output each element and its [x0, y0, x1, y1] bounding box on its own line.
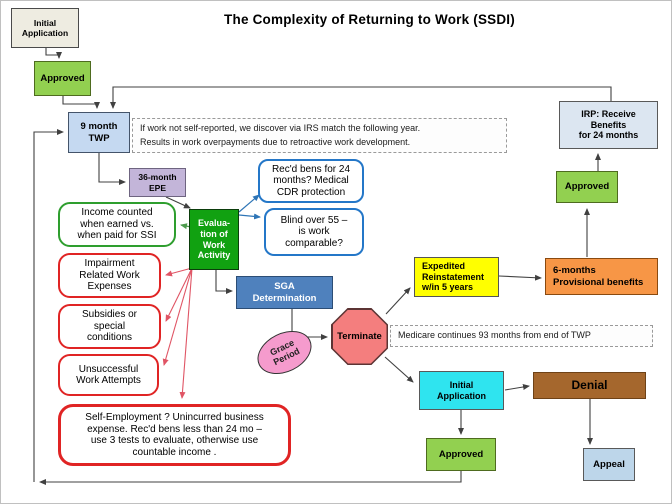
node-unsuccessful-work-attempts: Unsuccessful Work Attempts	[58, 354, 159, 396]
node-provisional-benefits: 6-months Provisional benefits	[545, 258, 658, 295]
node-initial-application-bottom: Initial Application	[419, 371, 504, 410]
node-denial: Denial	[533, 372, 646, 399]
page-title: The Complexity of Returning to Work (SSD…	[224, 12, 515, 27]
arrow-evaluation-to-unsuccessful	[162, 267, 193, 366]
node-36-month-epe: 36-month EPE	[129, 168, 186, 197]
node-subsidies-special-conditions: Subsidies or special conditions	[58, 304, 161, 349]
node-cdr-protection: Rec'd bens for 24 months? Medical CDR pr…	[258, 159, 364, 203]
node-sga-determination: SGA Determination	[236, 276, 333, 309]
node-expedited-reinstatement: Expedited Reinstatement w/in 5 years	[414, 257, 499, 297]
arrow-approved-to-twp	[62, 96, 100, 109]
medicare-note: Medicare continues 93 months from end of…	[390, 325, 653, 347]
irs-match-note: If work not self-reported, we discover v…	[132, 118, 507, 153]
node-self-employment: Self-Employment ? Unincurred business ex…	[58, 404, 291, 466]
node-irp-receive-benefits: IRP: Receive Benefits for 24 months	[559, 101, 658, 149]
arrow-evaluation-to-sga	[215, 270, 233, 294]
arrow-twp-to-epe	[98, 153, 126, 185]
node-blind-over-55: Blind over 55 – is work comparable?	[264, 208, 364, 256]
arrow-terminate-to-initial	[384, 356, 414, 383]
arrow-feedback-to-twp	[33, 129, 64, 482]
node-appeal: Appeal	[583, 448, 635, 481]
arrow-initial-to-approved	[45, 48, 62, 59]
terminate-label: Terminate	[332, 309, 387, 364]
arrow-approved-bottom-feedback	[39, 471, 462, 485]
node-impairment-related-work-expenses: Impairment Related Work Expenses	[58, 253, 161, 298]
arrow-expedited-to-provisional	[498, 274, 542, 281]
node-9-month-twp: 9 month TWP	[68, 112, 130, 153]
node-approved-bottom: Approved	[426, 438, 496, 471]
node-terminate: Terminate	[331, 308, 388, 365]
arrow-irp-to-twp	[110, 86, 612, 109]
arrow-evaluation-to-subsidies	[165, 267, 193, 322]
node-approved-right: Approved	[556, 171, 618, 203]
node-initial-application-top: Initial Application	[11, 8, 79, 48]
arrow-initial-to-denial	[504, 384, 530, 391]
arrow-evaluation-to-blind	[238, 213, 261, 220]
node-evaluation-of-work-activity: Evalua- tion of Work Activity	[189, 209, 239, 270]
arrow-evaluation-to-impairment	[165, 267, 193, 277]
arrow-epe-to-evaluation	[165, 196, 191, 209]
node-approved-top: Approved	[34, 61, 91, 96]
arrow-evaluation-to-self-employment	[179, 267, 193, 399]
arrow-terminate-to-expedited	[385, 287, 411, 315]
arrow-evaluation-to-cdr	[238, 194, 260, 213]
node-income-counted: Income counted when earned vs. when paid…	[58, 202, 176, 247]
